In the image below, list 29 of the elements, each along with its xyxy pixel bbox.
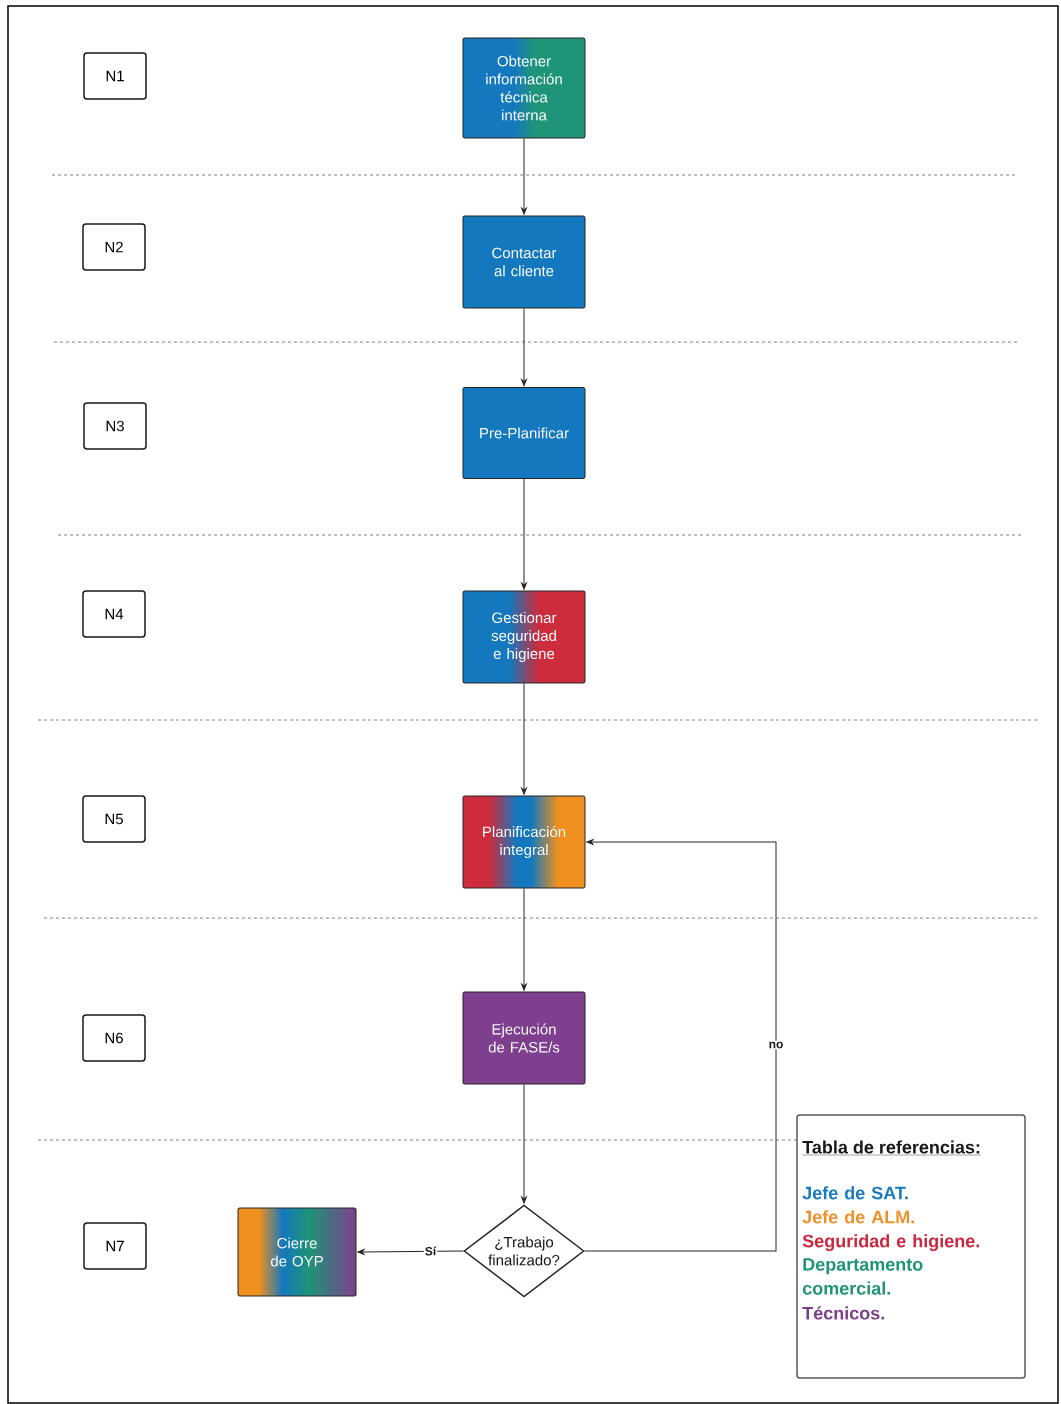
process-box: Ejecución de FASE/s	[462, 991, 586, 1085]
arrow	[521, 888, 527, 991]
edge-label: Sí	[423, 1245, 438, 1257]
lane-label-box: N6	[82, 1014, 146, 1062]
legend-entry: Jefe de ALM.	[802, 1210, 914, 1224]
arrow	[521, 478, 527, 590]
arrow	[521, 138, 527, 215]
arrow	[357, 1249, 464, 1255]
arrow	[521, 308, 527, 387]
arrow	[584, 839, 777, 1252]
edge-label: no	[767, 1040, 785, 1050]
process-box: Planificación integral	[462, 795, 586, 889]
legend-entry: Técnicos.	[802, 1306, 884, 1320]
lane-label-box: N3	[83, 402, 147, 450]
process-box: Obtener información técnica interna	[462, 37, 586, 139]
process-box: Cierre de OYP	[237, 1207, 357, 1297]
lane-label-box: N1	[83, 52, 147, 100]
lane-label-box: N7	[83, 1222, 147, 1270]
legend-entry: Departamento comercial.	[802, 1258, 923, 1295]
lane-label-box: N4	[82, 590, 146, 638]
arrow	[521, 683, 527, 795]
lane-label-box: N2	[82, 223, 146, 271]
arrow	[521, 1084, 527, 1204]
legend-entry: Seguridad e higiene.	[802, 1234, 979, 1252]
legend-title: Tabla de referencias:	[802, 1140, 982, 1156]
legend-entry: Jefe de SAT.	[802, 1186, 908, 1200]
process-box: Pre-Planificar	[462, 387, 586, 479]
lane-label-box: N5	[82, 795, 146, 843]
process-box: Contactar al cliente	[462, 215, 586, 309]
